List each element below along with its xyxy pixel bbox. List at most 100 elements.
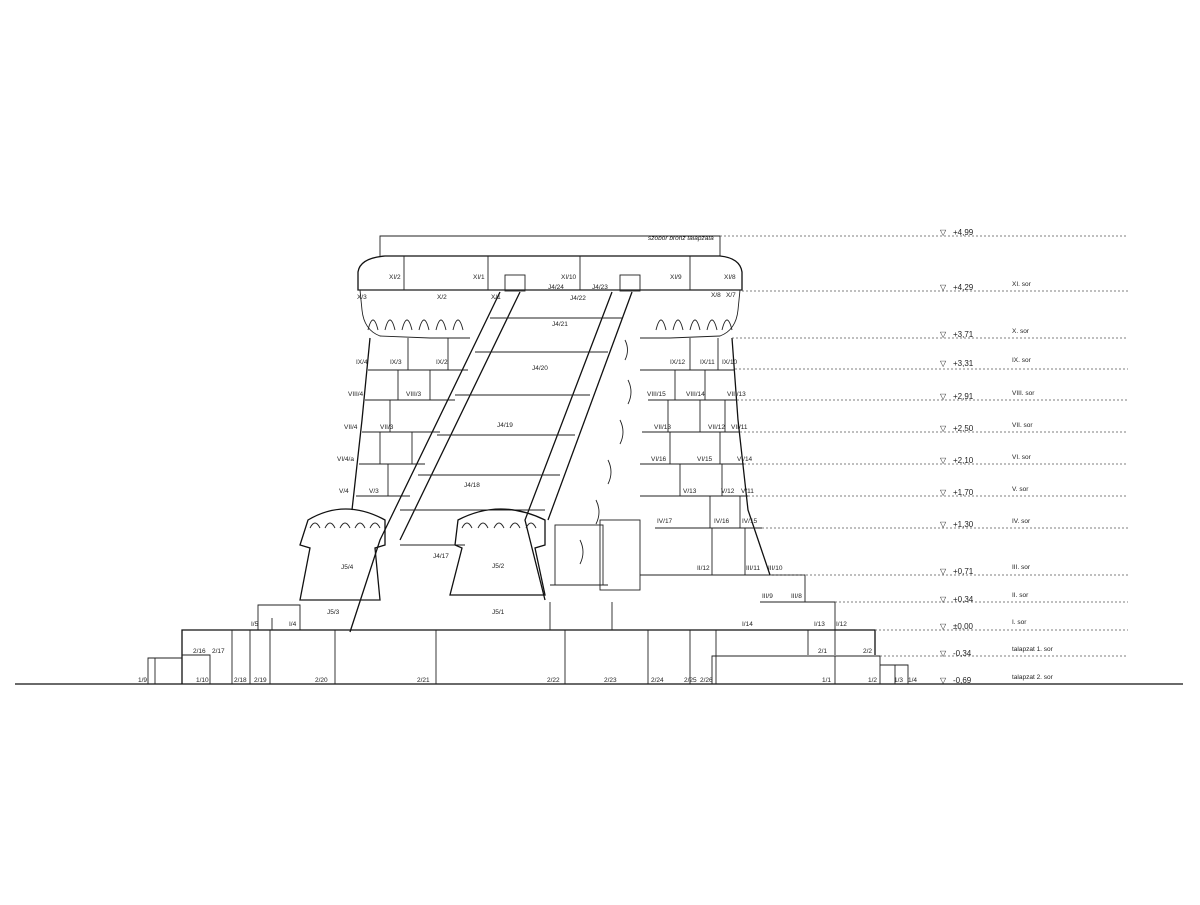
stone-label: X/2 [437,294,447,301]
level-elevation: +2,91 [953,392,974,401]
stone-label: J5/1 [492,609,505,616]
stone-label: V/12 [721,488,735,495]
stone-label: VIII/15 [647,391,666,398]
level-triangle-icon: ▽ [940,424,947,433]
level-triangle-icon: ▽ [940,567,947,576]
level-elevation: +4,99 [953,228,974,237]
stone-label: 1/3 [894,677,903,684]
stone-label: J4/23 [592,284,608,291]
stone-label: J5/4 [341,564,354,571]
stone-label: XI/1 [473,274,485,281]
stone-label: VIII/3 [406,391,422,398]
level-marker: ▽ +3,71 X. sor [732,328,1128,339]
stone-label: VII/12 [708,424,725,431]
arch-colonnade [550,339,641,591]
level-triangle-icon: ▽ [940,595,947,604]
level-elevation: -0,34 [953,649,972,658]
stone-label: XI/10 [561,274,577,281]
level-triangle-icon: ▽ [940,330,947,339]
level-elevation: +1,30 [953,520,974,529]
stone-label: 2/25 [684,677,697,684]
stone-label: III/8 [791,593,802,600]
level-marker: ▽ +4,29 XI. sor [742,281,1128,292]
level-marker: ▽ +0,34 II. sor [835,592,1128,604]
level-elevation: +0,34 [953,595,974,604]
stone-label: VIII/13 [727,391,746,398]
stone-label: 2/2 [863,648,872,655]
stone-label: IX/10 [722,359,738,366]
level-row-name: XI. sor [1012,281,1032,288]
level-elevation: +3,71 [953,330,974,339]
turret-center [449,508,546,596]
level-elevation: +3,31 [953,359,974,368]
stone-label: J4/18 [464,482,480,489]
stone-label: I/13 [814,621,825,628]
stone-label: VII/3 [380,424,394,431]
stone-label: 1/10 [196,677,209,684]
base-courses [147,574,909,684]
stone-label: VI/15 [697,456,713,463]
cornice [357,255,743,339]
level-marker: ▽ +2,91 VIII. sor [737,390,1128,401]
level-triangle-icon: ▽ [940,520,947,529]
stone-label: V/13 [683,488,697,495]
stone-label: VI/16 [651,456,667,463]
level-marker: ▽ +1,30 IV. sor [762,518,1128,529]
stone-label: IV/17 [657,518,673,525]
stair-ramp [349,274,641,633]
stone-label: XI/2 [389,274,401,281]
stone-label: J4/17 [433,553,449,560]
stone-label: VIII/4 [348,391,364,398]
stone-label: III/10 [768,565,783,572]
level-elevation: +1,70 [953,488,974,497]
level-marker: ▽ +4,99 [720,228,1128,237]
shaft-right [640,337,771,576]
stone-label: J4/24 [548,284,564,291]
level-triangle-icon: ▽ [940,622,947,631]
stone-label: 2/18 [234,677,247,684]
stone-label: 2/19 [254,677,267,684]
level-marker: ▽ -0,34 talapzat 1. sor [880,646,1128,658]
stone-label: VIII/14 [686,391,705,398]
stone-label: X/1 [491,294,501,301]
stone-label: 1/1 [822,677,831,684]
stone-label: I/12 [836,621,847,628]
stone-label: XI/8 [724,274,736,281]
level-elevation: +4,29 [953,283,974,292]
level-triangle-icon: ▽ [940,649,947,658]
stone-label: III/11 [746,565,760,572]
level-marker: ▽ -0,69 talapzat 2. sor [940,674,1054,685]
stone-label: 2/24 [651,677,664,684]
stone-label: 2/22 [547,677,560,684]
stone-label: XI/9 [670,274,682,281]
stone-label: 1/9 [138,677,147,684]
level-marker: ▽ +3,31 IX. sor [735,357,1128,370]
stone-labels: XI/2 XI/1 XI/10 XI/9 XI/8 X/3 X/2 X/1 J4… [138,274,917,684]
level-triangle-icon: ▽ [940,359,947,368]
stone-label: 2/21 [417,677,430,684]
level-row-name: VI. sor [1012,454,1032,461]
stone-label: J4/20 [532,365,548,372]
level-elevation: ±0,00 [953,622,974,631]
level-elevation: +2,10 [953,456,974,465]
level-marker: ▽ +1,70 V. sor [748,486,1128,497]
stone-label: VI/4/a [337,456,354,463]
stone-label: 2/17 [212,648,225,655]
stone-label: V/4 [339,488,349,495]
stone-label: I/4 [289,621,297,628]
level-row-name: talapzat 2. sor [1012,674,1054,681]
level-triangle-icon: ▽ [940,228,947,237]
stone-label: 2/1 [818,648,827,655]
stone-label: IV/16 [714,518,730,525]
level-elevation: +2,50 [953,424,974,433]
stone-label: I/14 [742,621,753,628]
level-triangle-icon: ▽ [940,392,947,401]
stone-label: IX/11 [700,359,715,366]
level-row-name: I. sor [1012,619,1027,626]
shaft-left [351,337,468,511]
stone-label: V/11 [741,488,754,495]
stone-label: IX/2 [436,359,448,366]
stone-label: V/3 [369,488,379,495]
